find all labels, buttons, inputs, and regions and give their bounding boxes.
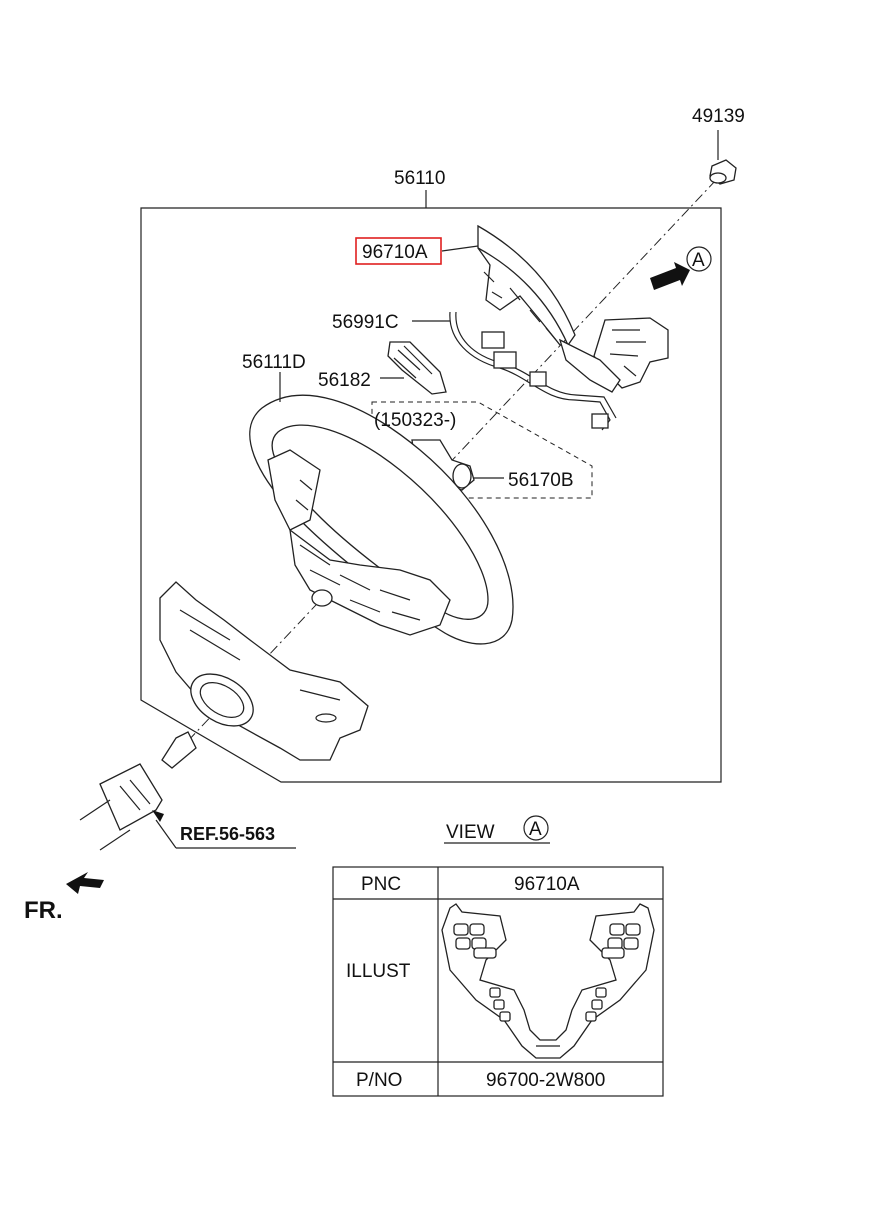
table-header-pno: P/NO xyxy=(356,1070,402,1091)
switch-illustration xyxy=(441,903,655,1059)
remote-switch-part[interactable] xyxy=(477,224,669,393)
bracket-label[interactable]: 56182 xyxy=(318,370,371,391)
table-value-pno: 96700-2W800 xyxy=(486,1070,605,1091)
extension-wire-label[interactable]: 56991C xyxy=(332,312,399,333)
remote-switch-leader xyxy=(441,245,479,252)
steering-wheel-part[interactable] xyxy=(249,372,514,645)
view-arrow-letter: A xyxy=(692,250,705,271)
view-arrow-icon xyxy=(650,262,690,290)
clock-spring-label[interactable]: 56170B xyxy=(508,470,574,491)
steering-column xyxy=(79,731,197,851)
view-arrow-circle xyxy=(686,246,712,272)
view-circle xyxy=(523,815,549,841)
remote-switch-label[interactable]: 96710A xyxy=(362,242,428,263)
nut-part[interactable] xyxy=(709,130,737,185)
highlight-box xyxy=(355,237,442,265)
reference-label[interactable]: REF.56-563 xyxy=(180,824,275,844)
table-value-pnc: 96710A xyxy=(514,874,580,895)
assembly-frame xyxy=(140,207,722,783)
date-note-label: (150323-) xyxy=(374,410,456,431)
view-letter: A xyxy=(529,819,542,840)
view-title: VIEW xyxy=(446,822,495,843)
reference-leader xyxy=(152,810,296,849)
wheel-label[interactable]: 56111D xyxy=(242,352,306,373)
clock-spring-part[interactable] xyxy=(411,439,504,491)
table-header-pnc: PNC xyxy=(361,874,401,895)
front-arrow-icon xyxy=(66,872,104,894)
front-label: FR. xyxy=(24,897,63,924)
lower-cover-part[interactable] xyxy=(159,581,369,761)
nut-label[interactable]: 49139 xyxy=(692,106,745,127)
assembly-label[interactable]: 56110 xyxy=(394,168,445,189)
bracket-part[interactable] xyxy=(380,341,447,395)
table-header-illust: ILLUST xyxy=(346,961,411,982)
part-table xyxy=(332,866,664,1097)
extension-wire-part[interactable] xyxy=(449,311,617,431)
